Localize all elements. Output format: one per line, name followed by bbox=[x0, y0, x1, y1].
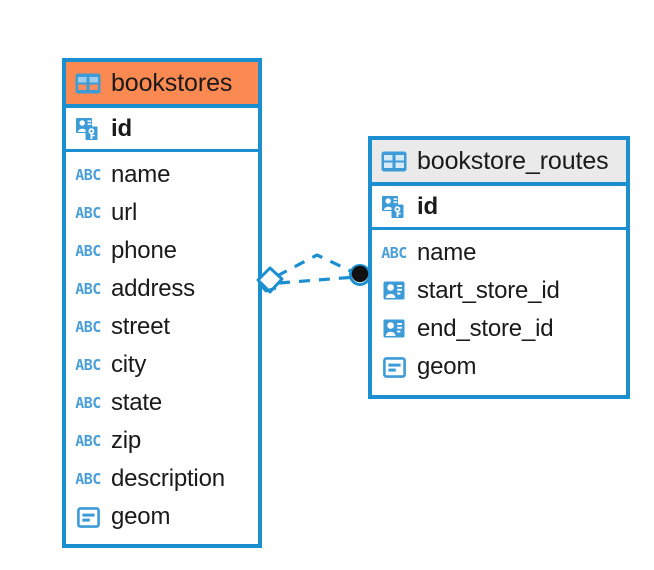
text-type-icon: ABC bbox=[75, 393, 101, 412]
text-type-icon: ABC bbox=[75, 203, 101, 222]
entity-bookstore-routes[interactable]: bookstore_routes id bbox=[368, 136, 630, 399]
primary-key-icon bbox=[380, 194, 408, 220]
field-label-end-store-id: end_store_id bbox=[417, 315, 554, 342]
field-row-url[interactable]: ABC url bbox=[66, 194, 258, 232]
field-list-bookstores: ABC name ABC url ABC phone ABC address A… bbox=[66, 152, 258, 538]
field-label-name: name bbox=[417, 239, 477, 266]
field-row-geom[interactable]: geom bbox=[66, 498, 258, 536]
field-row-id[interactable]: id bbox=[372, 186, 626, 230]
field-label-geom: geom bbox=[417, 353, 477, 380]
text-type-icon: ABC bbox=[75, 165, 101, 184]
field-label-id: id bbox=[417, 192, 438, 220]
foreign-key-icon bbox=[380, 278, 408, 304]
text-type-icon: ABC bbox=[75, 279, 101, 298]
text-type-icon: ABC bbox=[75, 241, 101, 260]
entity-bookstores[interactable]: bookstores id bbox=[62, 58, 262, 548]
field-row-zip[interactable]: ABC zip bbox=[66, 422, 258, 460]
field-label-phone: phone bbox=[111, 237, 177, 264]
field-row-id[interactable]: id bbox=[66, 108, 258, 152]
table-icon bbox=[74, 70, 102, 96]
text-type-icon: ABC bbox=[75, 431, 101, 450]
relationship-connector[interactable] bbox=[255, 243, 385, 315]
field-row-description[interactable]: ABC description bbox=[66, 460, 258, 498]
geometry-type-icon bbox=[74, 504, 102, 530]
field-list-bookstore-routes: ABC name start_store_id bbox=[372, 230, 626, 388]
field-label-city: city bbox=[111, 351, 147, 378]
field-row-street[interactable]: ABC street bbox=[66, 308, 258, 346]
entity-header-bookstores[interactable]: bookstores bbox=[66, 62, 258, 108]
field-row-phone[interactable]: ABC phone bbox=[66, 232, 258, 270]
field-label-id: id bbox=[111, 114, 132, 142]
field-label-start-store-id: start_store_id bbox=[417, 277, 560, 304]
geometry-type-icon bbox=[380, 354, 408, 380]
field-label-address: address bbox=[111, 275, 195, 302]
field-row-address[interactable]: ABC address bbox=[66, 270, 258, 308]
entity-title-bookstores: bookstores bbox=[111, 68, 233, 97]
relationship-line-upper bbox=[276, 253, 358, 278]
field-row-city[interactable]: ABC city bbox=[66, 346, 258, 384]
field-label-street: street bbox=[111, 313, 170, 340]
field-row-state[interactable]: ABC state bbox=[66, 384, 258, 422]
field-row-geom[interactable]: geom bbox=[372, 348, 626, 386]
field-label-name: name bbox=[111, 161, 171, 188]
primary-key-icon bbox=[74, 116, 102, 142]
field-row-start-store-id[interactable]: start_store_id bbox=[372, 272, 626, 310]
field-label-url: url bbox=[111, 199, 138, 226]
text-type-icon: ABC bbox=[75, 469, 101, 488]
field-row-name[interactable]: ABC name bbox=[66, 156, 258, 194]
field-label-description: description bbox=[111, 465, 225, 492]
field-row-end-store-id[interactable]: end_store_id bbox=[372, 310, 626, 348]
field-label-zip: zip bbox=[111, 427, 142, 454]
filled-circle-marker bbox=[349, 264, 371, 286]
table-icon bbox=[380, 148, 408, 174]
field-label-state: state bbox=[111, 389, 163, 416]
text-type-icon: ABC bbox=[381, 243, 407, 262]
text-type-icon: ABC bbox=[75, 317, 101, 336]
entity-title-bookstore-routes: bookstore_routes bbox=[417, 146, 609, 175]
text-type-icon: ABC bbox=[75, 355, 101, 374]
relationship-line-lower bbox=[278, 275, 357, 285]
foreign-key-icon bbox=[380, 316, 408, 342]
entity-header-bookstore-routes[interactable]: bookstore_routes bbox=[372, 140, 626, 186]
field-label-geom: geom bbox=[111, 503, 171, 530]
field-row-name[interactable]: ABC name bbox=[372, 234, 626, 272]
